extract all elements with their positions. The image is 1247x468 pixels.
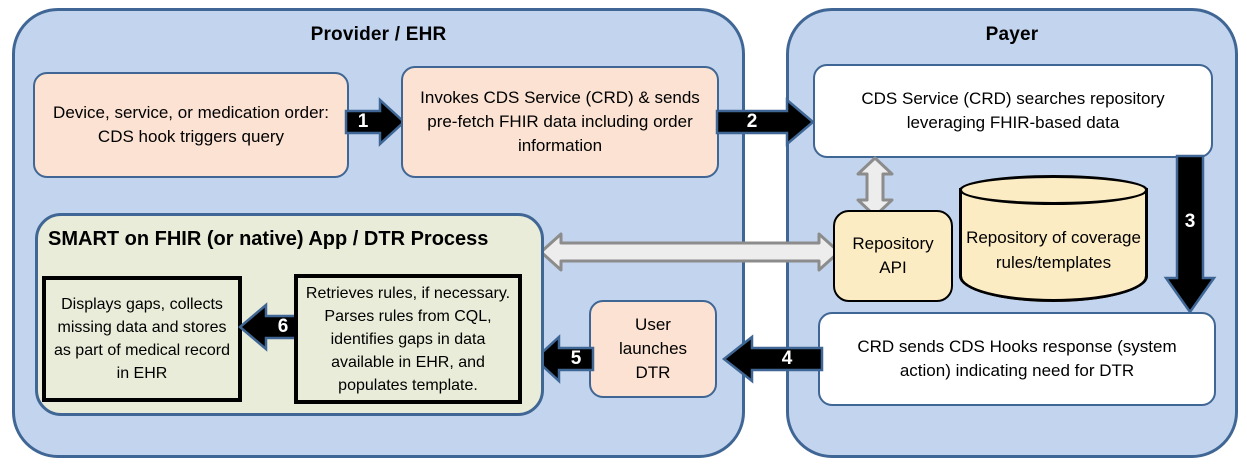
database-label: Repository of coverage rules/templates — [966, 227, 1141, 272]
arrow-6: 6 — [238, 302, 302, 352]
arrow-3: 3 — [1163, 154, 1217, 315]
cylinder-top-ellipse — [959, 175, 1148, 205]
panel-provider-ehr-title: Provider / EHR — [310, 24, 447, 45]
box-order-trigger: Device, service, or medication order: CD… — [33, 72, 349, 178]
arrow-5-number: 5 — [570, 348, 582, 369]
panel-payer-title: Payer — [985, 24, 1039, 45]
arrow-2: 2 — [715, 97, 815, 147]
arrow-4: 4 — [721, 334, 824, 384]
arrow-1: 1 — [344, 97, 406, 147]
arrow-smart-to-repository-api-horizontal — [539, 228, 841, 276]
box-user-launches-dtr: User launches DTR — [589, 300, 717, 398]
box-displays-gaps: Displays gaps, collects missing data and… — [42, 276, 242, 402]
arrow-6-number: 6 — [277, 316, 289, 337]
arrow-cds-to-repository-api-vertical — [852, 156, 898, 218]
arrow-4-number: 4 — [781, 348, 793, 369]
arrow-2-number: 2 — [746, 111, 758, 132]
box-invokes-cds-service: Invokes CDS Service (CRD) & sends pre-fe… — [401, 66, 719, 178]
arrow-5: 5 — [533, 334, 595, 384]
smart-on-fhir-panel-title: SMART on FHIR (or native) App / DTR Proc… — [48, 228, 489, 250]
box-crd-sends-response: CRD sends CDS Hooks response (system act… — [818, 312, 1216, 406]
arrow-1-number: 1 — [357, 111, 369, 132]
arrow-3-number: 3 — [1184, 211, 1196, 232]
cylinder-body-outline — [959, 188, 1148, 302]
database-repository-coverage-rules: Repository of coverage rules/templates — [959, 175, 1148, 302]
box-repository-api: Repository API — [833, 210, 953, 302]
box-retrieves-rules: Retrieves rules, if necessary. Parses ru… — [294, 274, 522, 404]
box-cds-service-searches-repository: CDS Service (CRD) searches repository le… — [813, 64, 1213, 158]
